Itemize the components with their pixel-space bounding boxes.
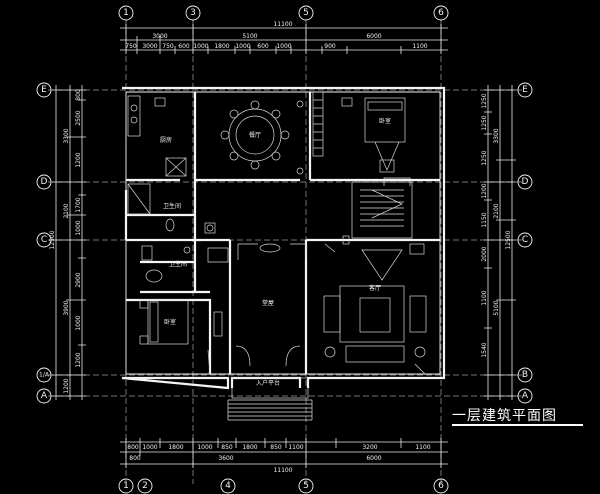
dim-left-d8: 1200 <box>75 352 82 367</box>
room-label-bedroom-left: 卧室 <box>164 318 176 326</box>
room-label-kitchen: 厨房 <box>160 136 172 144</box>
dim-left-d6: 2900 <box>75 272 82 287</box>
dim-top-seg-1: 3000 <box>152 33 167 40</box>
dim-bottom-d2: 1000 <box>142 444 157 451</box>
axis-label-left-c: C <box>41 235 47 245</box>
axis-label-right-d: D <box>522 177 529 187</box>
axis-label-top-3: 3 <box>190 8 196 18</box>
dim-right-d6: 2000 <box>481 246 488 261</box>
dim-right-d5: 1150 <box>481 212 488 227</box>
dim-right-d7: 1100 <box>481 290 488 305</box>
dim-left-d2: 2500 <box>75 110 82 125</box>
dim-top-d7: 1000 <box>235 43 250 50</box>
dim-left-d3: 1200 <box>75 152 82 167</box>
axis-label-bottom-4: 4 <box>225 481 231 491</box>
dim-bottom-d6: 1800 <box>242 444 257 451</box>
dim-bottom-seg-3: 6000 <box>366 455 381 462</box>
axis-label-right-b: B <box>522 370 528 380</box>
dim-top-d3: 750 <box>162 43 174 50</box>
room-label-dining: 餐厅 <box>249 131 261 139</box>
dim-bottom-d3: 1800 <box>168 444 183 451</box>
room-label-hall: 堂屋 <box>262 299 274 307</box>
dim-bottom-d4: 1000 <box>197 444 212 451</box>
axis-label-right-a: A <box>522 391 529 401</box>
room-label-bath-top: 卫生间 <box>163 202 181 210</box>
room-label-living: 客厅 <box>369 284 381 292</box>
dim-top-d4: 600 <box>178 43 190 50</box>
axis-label-bottom-6: 6 <box>438 481 444 491</box>
title-underline <box>452 424 583 426</box>
dim-right-seg-1: 3300 <box>493 128 500 143</box>
dim-left-seg-1: 3300 <box>63 128 70 143</box>
dim-top-d1: 750 <box>125 43 137 50</box>
dim-right-seg-3: 5100 <box>493 300 500 315</box>
room-label-bedroom-top: 卧室 <box>379 117 391 125</box>
dim-right-seg-2: 2100 <box>493 203 500 218</box>
dim-bottom-d7: 850 <box>270 444 282 451</box>
dim-bottom-total: 11100 <box>273 467 292 474</box>
dim-bottom-seg-2: 3600 <box>218 455 233 462</box>
axis-label-left-1a: 1/A <box>39 372 50 379</box>
axis-label-top-1: 1 <box>123 8 129 18</box>
dim-top-d6: 1800 <box>214 43 229 50</box>
dim-right-d8: 1540 <box>481 342 488 357</box>
dim-top-d8: 600 <box>257 43 269 50</box>
dim-right-d2: 1250 <box>481 115 488 130</box>
dim-bottom-d9: 3200 <box>362 444 377 451</box>
dim-bottom-d8: 1100 <box>288 444 303 451</box>
dim-bottom-d1: 800 <box>127 444 139 451</box>
dim-right-outer: 12500 <box>505 230 512 249</box>
dim-top-d10: 900 <box>324 43 336 50</box>
dim-top-total: 11100 <box>273 21 292 28</box>
dim-top-d11: 1100 <box>412 43 427 50</box>
dim-left-seg-3: 3900 <box>63 300 70 315</box>
dim-top-seg-2: 5100 <box>242 33 257 40</box>
dim-bottom-d5: 850 <box>221 444 233 451</box>
dim-left-outer: 12500 <box>49 230 56 249</box>
axis-label-left-d: D <box>41 177 48 187</box>
axis-label-left-e: E <box>41 85 47 95</box>
axis-label-left-a: A <box>41 391 48 401</box>
drawing-title: 一层建筑平面图 <box>452 408 557 424</box>
dim-left-d1: 800 <box>75 89 82 101</box>
axis-label-top-5: 5 <box>303 8 309 18</box>
axis-label-bottom-5: 5 <box>303 481 309 491</box>
dim-left-seg-2: 2100 <box>63 203 70 218</box>
dim-left-seg-4: 1200 <box>63 378 70 393</box>
dim-bottom-d10: 1100 <box>415 444 430 451</box>
axis-label-right-e: E <box>522 85 528 95</box>
dim-right-d1: 1250 <box>481 93 488 108</box>
dim-bottom-seg-1: 800 <box>129 455 141 462</box>
room-label-bath-small: 卫生间 <box>169 260 187 268</box>
dim-right-d4: 1200 <box>481 183 488 198</box>
dim-left-d4: 1700 <box>75 197 82 212</box>
dim-top-d2: 3000 <box>142 43 157 50</box>
axis-label-bottom-2: 2 <box>142 481 148 491</box>
axis-label-bottom-1: 1 <box>123 481 129 491</box>
dim-left-d5: 1000 <box>75 220 82 235</box>
dim-top-seg-3: 6000 <box>366 33 381 40</box>
axis-label-top-6: 6 <box>438 8 444 18</box>
dim-top-d9: 1000 <box>276 43 291 50</box>
axis-label-right-c: C <box>522 235 528 245</box>
room-label-entrance: 入户平台 <box>256 379 280 387</box>
dim-top-d5: 1000 <box>193 43 208 50</box>
dim-right-d3: 1250 <box>481 150 488 165</box>
dim-left-d7: 1000 <box>75 315 82 330</box>
